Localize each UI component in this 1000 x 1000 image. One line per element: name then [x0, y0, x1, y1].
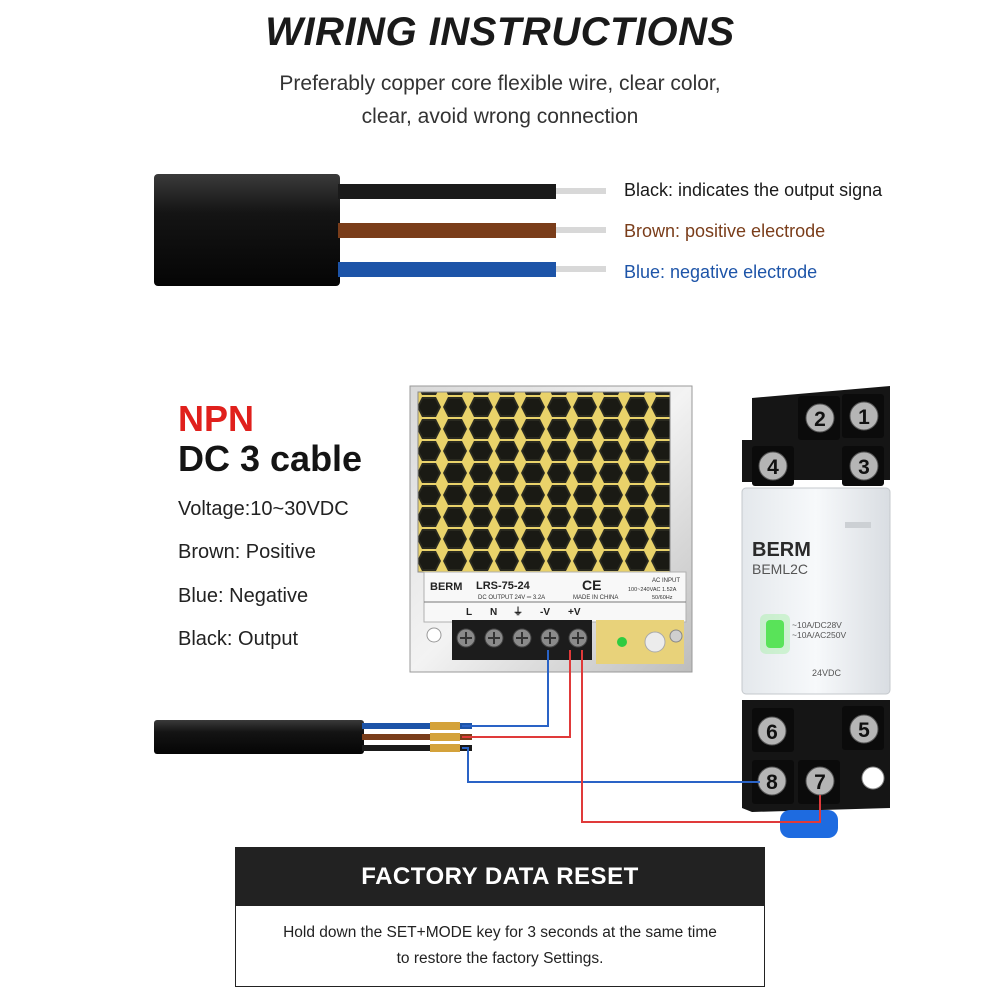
ps-terminal-label: +V — [568, 607, 581, 618]
ps-terminal-label: L — [466, 607, 472, 618]
ps-input-range: 100~240VAC 1.52A — [628, 587, 677, 593]
wire-label-blue: Blue: negative electrode — [624, 262, 818, 282]
ps-ac-input: AC INPUT — [652, 578, 680, 584]
ps-made-in: MADE IN CHINA — [573, 595, 618, 601]
subtitle-line-1: Preferably copper core flexible wire, cl… — [279, 72, 721, 95]
factory-reset-instructions: Hold down the SET+MODE key for 3 seconds… — [246, 920, 754, 972]
ps-terminal-label: N — [490, 607, 497, 618]
relay-terminal-label: 4 — [767, 456, 779, 479]
relay-terminal-label: 3 — [858, 456, 870, 479]
wire-black-output — [462, 747, 760, 783]
wire-label-brown: Brown: positive electrode — [624, 221, 826, 241]
ps-model: LRS-75-24 — [476, 580, 531, 592]
ps-brand: BERM — [430, 581, 462, 593]
relay-led-icon — [766, 620, 784, 648]
wire-blue-negative — [462, 650, 549, 727]
wire-brown-positive — [462, 650, 571, 738]
relay-terminal-label: 5 — [858, 719, 870, 742]
relay-terminal-label: 6 — [766, 721, 778, 744]
relay-model: BEML2C — [752, 561, 808, 577]
ps-ce-mark: CE — [582, 577, 601, 593]
top-wire-black — [338, 184, 556, 199]
ps-led-icon — [617, 637, 627, 647]
relay-brand: BERM — [752, 539, 811, 561]
spec-blue: Blue: Negative — [178, 585, 309, 607]
sensor-type: NPN — [178, 398, 255, 439]
top-cable — [154, 174, 606, 286]
relay-terminal-label: 2 — [814, 408, 826, 431]
factory-reset-line-2: to restore the factory Settings. — [396, 950, 604, 967]
ps-terminal-label: ⏚ — [513, 606, 523, 618]
ps-terminal-label: -V — [540, 607, 550, 618]
spec-black: Black: Output — [178, 628, 299, 650]
relay-terminal-label: 7 — [814, 771, 826, 794]
spec-brown: Brown: Positive — [178, 541, 316, 563]
ps-frequency: 50/60Hz — [652, 595, 673, 601]
page-title: WIRING INSTRUCTIONS — [265, 10, 735, 54]
connection-wires — [462, 650, 821, 823]
top-wire-brown — [338, 223, 556, 238]
relay-rating-2: ~10A/AC250V — [792, 630, 846, 640]
factory-reset-line-1: Hold down the SET+MODE key for 3 seconds… — [283, 924, 717, 941]
factory-reset-panel: FACTORY DATA RESET Hold down the SET+MOD… — [235, 847, 765, 987]
relay-terminal-label: 1 — [858, 406, 870, 429]
spec-voltage: Voltage:10~30VDC — [178, 498, 349, 520]
relay-rating-1: ~10A/DC28V — [792, 620, 842, 630]
cable-type: DC 3 cable — [178, 438, 363, 479]
wire-label-black: Black: indicates the output signa — [624, 180, 883, 200]
ps-output: DC OUTPUT 24V ═ 3.2A — [478, 595, 545, 601]
bottom-cable — [154, 720, 472, 754]
wire-positive-to-relay — [581, 650, 821, 823]
factory-reset-title: FACTORY DATA RESET — [236, 848, 764, 906]
top-wire-blue — [338, 262, 556, 277]
power-supply: BERM LRS-75-24 DC OUTPUT 24V ═ 3.2A CE M… — [409, 385, 693, 673]
relay-terminal-label: 8 — [766, 771, 778, 794]
subtitle-line-2: clear, avoid wrong connection — [361, 105, 639, 128]
relay: 2 1 4 3 BERM BEML2C ~10A/DC28V ~10A/AC25… — [741, 386, 891, 838]
relay-coil: 24VDC — [812, 668, 842, 678]
